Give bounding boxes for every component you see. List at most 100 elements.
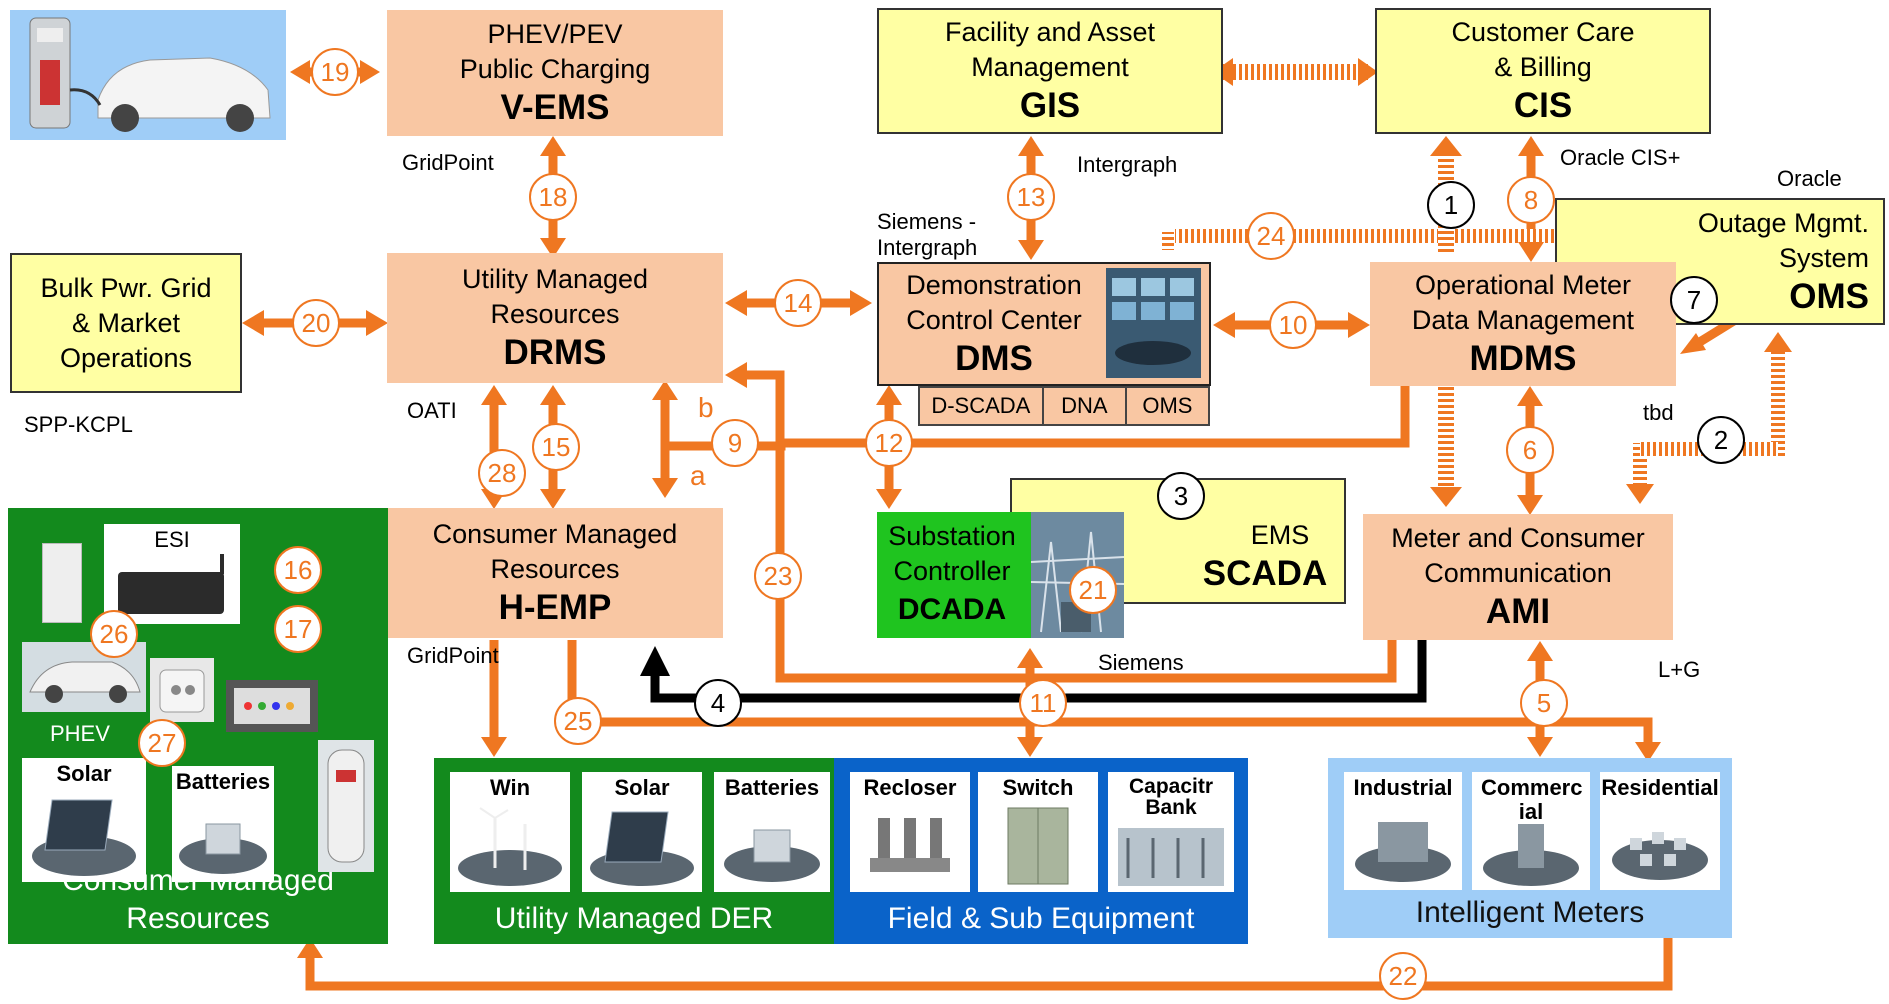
drms-code: DRMS bbox=[503, 333, 607, 372]
ev-car-icon bbox=[29, 17, 271, 132]
esi-label: ESI bbox=[154, 527, 190, 552]
gis-box[interactable]: Facility and Asset Management GIS bbox=[877, 8, 1223, 134]
industrial-tile: Industrial bbox=[1344, 772, 1462, 890]
capacitor-bank-tile: Capacitr Bank bbox=[1108, 772, 1234, 892]
mdms-box[interactable]: Operational Meter Data Management MDMS bbox=[1370, 262, 1676, 386]
drms-line2: Resources bbox=[490, 299, 620, 329]
capacitor-label: Capacitr Bank bbox=[1128, 775, 1214, 819]
vendor-oracle: Oracle bbox=[1777, 166, 1842, 191]
water-heater-icon bbox=[327, 749, 365, 863]
esi-device-icon bbox=[118, 554, 224, 614]
marker-8: 8 bbox=[1507, 176, 1555, 224]
ems-code: SCADA bbox=[1202, 553, 1328, 593]
dms-sub-dscada: D-SCADA bbox=[920, 388, 1044, 424]
oms-line1: Outage Mgmt. bbox=[1697, 207, 1869, 238]
marker-20: 20 bbox=[292, 299, 340, 347]
switch-cabinet-icon bbox=[1007, 807, 1069, 885]
ems-line1: EMS bbox=[1250, 519, 1310, 550]
marker-1: 1 bbox=[1427, 181, 1475, 229]
control-room-photo bbox=[1106, 268, 1201, 378]
der-battery-icon bbox=[724, 829, 820, 882]
drms-line1: Utility Managed bbox=[461, 264, 649, 294]
der-solar-icon bbox=[590, 811, 694, 886]
charger-icon bbox=[159, 669, 205, 713]
phev-label: PHEV bbox=[50, 721, 110, 746]
der-batteries-tile: Batteries bbox=[714, 772, 830, 892]
marker-18: 18 bbox=[529, 173, 577, 221]
dms-code: DMS bbox=[955, 339, 1033, 378]
vems-code: V-EMS bbox=[500, 88, 610, 127]
link-22 bbox=[305, 938, 1673, 991]
drms-box[interactable]: Utility Managed Resources DRMS bbox=[387, 253, 723, 383]
hemp-code: H-EMP bbox=[498, 588, 612, 627]
field-panel-title: Field & Sub Equipment bbox=[887, 902, 1195, 935]
cis-code: CIS bbox=[1513, 86, 1573, 125]
oms-line2: System bbox=[1778, 242, 1869, 273]
ami-code: AMI bbox=[1485, 592, 1551, 631]
industrial-meter-icon bbox=[1355, 822, 1451, 882]
marker-17: 17 bbox=[274, 605, 322, 653]
vendor-oati: OATI bbox=[407, 398, 457, 423]
light-switch-tile bbox=[42, 543, 82, 623]
batteries-tile: Batteries bbox=[172, 766, 274, 882]
cis-box[interactable]: Customer Care & Billing CIS bbox=[1375, 8, 1711, 134]
marker-3: 3 bbox=[1157, 472, 1205, 520]
recloser-label: Recloser bbox=[863, 775, 957, 800]
vendor-gridpoint-bottom: GridPoint bbox=[407, 643, 499, 668]
flow-letter-a: a bbox=[690, 460, 706, 491]
vendor-tbd: tbd bbox=[1643, 400, 1674, 425]
marker-21: 21 bbox=[1069, 566, 1117, 614]
der-solar-tile: Solar bbox=[582, 772, 702, 892]
bulk-line2: & Market bbox=[71, 307, 181, 338]
der-wind-label: Win bbox=[489, 775, 531, 800]
dms-sub-dna: DNA bbox=[1044, 388, 1127, 424]
link-25 bbox=[567, 640, 1653, 750]
residential-meter-icon bbox=[1612, 832, 1708, 880]
vendor-oracle-cis: Oracle CIS+ bbox=[1560, 145, 1681, 170]
intelligent-meters-panel: Industrial Commerc ial Residential Intel… bbox=[1328, 758, 1732, 938]
water-heater-tile bbox=[318, 740, 374, 872]
hemp-line2: Resources bbox=[490, 554, 620, 584]
vems-line2: Public Charging bbox=[459, 54, 651, 84]
vendor-siemens: Siemens bbox=[1098, 650, 1184, 675]
marker-24: 24 bbox=[1247, 212, 1295, 260]
marker-12: 12 bbox=[865, 419, 913, 467]
consumer-resources-panel: ESI PHEV Solar Batteries Consumer Manage… bbox=[8, 508, 388, 944]
commercial-tile: Commerc ial bbox=[1472, 772, 1590, 890]
wind-turbine-icon bbox=[458, 807, 562, 886]
bulk-grid-box[interactable]: Bulk Pwr. Grid & Market Operations bbox=[10, 253, 242, 393]
charging-station-image bbox=[10, 10, 286, 140]
der-panel: Win Solar Batteries Utility Managed DER bbox=[434, 758, 834, 944]
marker-2: 2 bbox=[1697, 416, 1745, 464]
commercial-label: Commerc ial bbox=[1481, 775, 1583, 824]
der-batteries-label: Batteries bbox=[724, 775, 820, 800]
mdms-line2: Data Management bbox=[1411, 305, 1635, 335]
bulk-line3: Operations bbox=[59, 342, 193, 373]
bulk-line1: Bulk Pwr. Grid bbox=[40, 272, 212, 303]
residential-tile: Residential bbox=[1600, 772, 1720, 890]
mdms-code: MDMS bbox=[1469, 339, 1577, 378]
commercial-meter-icon bbox=[1483, 824, 1579, 886]
switch-label: Switch bbox=[1002, 775, 1074, 800]
thermostat-icon bbox=[234, 688, 310, 724]
vendor-intergraph: Intergraph bbox=[1077, 152, 1178, 177]
der-panel-title: Utility Managed DER bbox=[494, 902, 774, 935]
dms-box[interactable]: Demonstration Control Center DMS bbox=[877, 262, 1211, 386]
recloser-icon bbox=[870, 818, 950, 872]
marker-14: 14 bbox=[774, 279, 822, 327]
der-solar-label: Solar bbox=[614, 775, 670, 800]
consumer-panel-title-2: Resources bbox=[126, 902, 270, 935]
vems-line1: PHEV/PEV bbox=[487, 19, 623, 49]
hemp-box[interactable]: Consumer Managed Resources H-EMP bbox=[387, 508, 723, 638]
consumer-solar-label: Solar bbox=[56, 761, 112, 786]
marker-13: 13 bbox=[1007, 173, 1055, 221]
ami-box[interactable]: Meter and Consumer Communication AMI bbox=[1363, 514, 1673, 640]
substation-line1: Substation bbox=[888, 521, 1016, 551]
dms-line1: Demonstration bbox=[906, 270, 1082, 300]
vems-box[interactable]: PHEV/PEV Public Charging V-EMS bbox=[387, 10, 723, 136]
solar-tile: Solar bbox=[22, 758, 146, 882]
marker-23: 23 bbox=[754, 552, 802, 600]
meters-panel-title: Intelligent Meters bbox=[1415, 896, 1645, 929]
gis-line2: Management bbox=[971, 52, 1129, 82]
marker-11: 11 bbox=[1019, 679, 1067, 727]
